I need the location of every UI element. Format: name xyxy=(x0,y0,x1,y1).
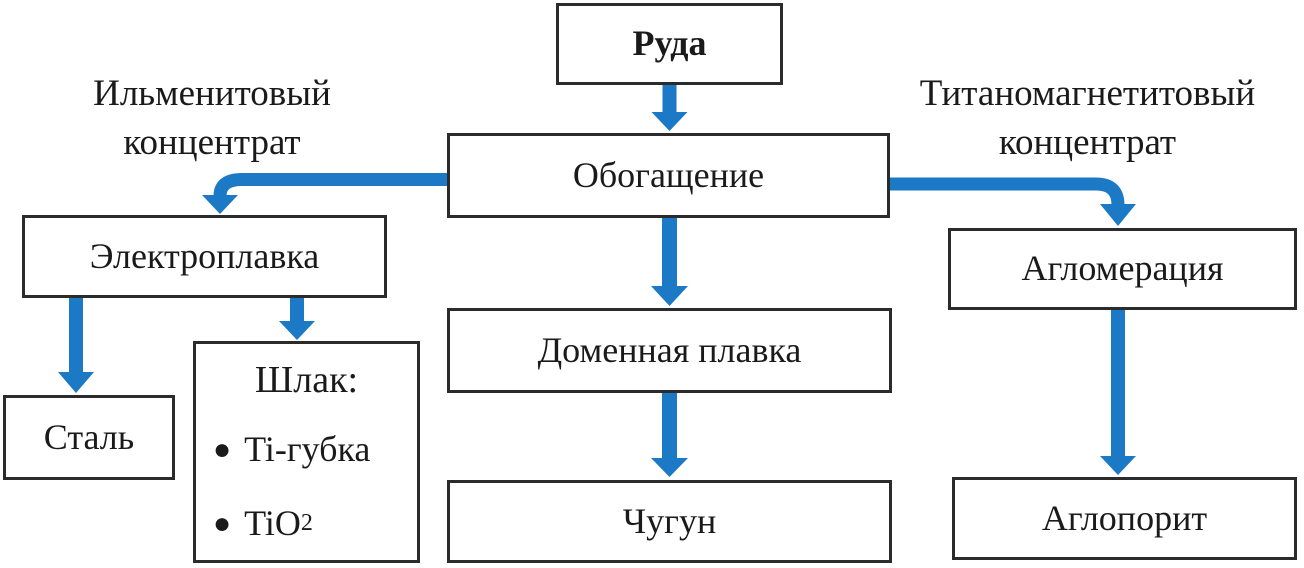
bullet-icon: ● xyxy=(213,433,232,466)
arrow-enrichment-to-blast-furnace xyxy=(651,218,688,306)
arrow-enrichment-to-agglomeration xyxy=(890,177,1136,226)
slag-item-ti-sponge-text: Ti-губка xyxy=(244,429,371,469)
node-electrosmelting-label: Электроплавка xyxy=(89,235,320,276)
ilmenite-concentrate-line2: концентрат xyxy=(123,121,301,163)
node-slag-title: Шлак: xyxy=(254,359,359,401)
node-agglomeration-label: Агломерация xyxy=(1021,248,1224,289)
arrow-blast-furnace-to-pig-iron xyxy=(651,393,688,477)
node-enrichment-label: Обогащение xyxy=(572,154,765,195)
node-ore: Руда xyxy=(556,3,783,85)
arrow-enrichment-to-electrosmelting xyxy=(202,173,447,214)
arrow-electrosmelting-to-steel xyxy=(58,298,94,393)
bullet-icon: ● xyxy=(213,507,232,540)
node-pig-iron: Чугун xyxy=(447,480,892,563)
node-enrichment: Обогащение xyxy=(447,133,890,218)
node-pig-iron-label: Чугун xyxy=(622,500,717,541)
node-blast-furnace: Доменная плавка xyxy=(447,308,892,393)
arrow-ore-to-enrichment xyxy=(651,84,688,131)
slag-item-ti-sponge: ● Ti-губка xyxy=(196,428,417,470)
titanomagnetite-concentrate-line1: Титаномагнетитовый xyxy=(919,73,1256,114)
node-agglomeration: Агломерация xyxy=(948,228,1297,310)
node-blast-furnace-label: Доменная плавка xyxy=(537,329,802,370)
node-agloporite: Аглопорит xyxy=(952,477,1297,560)
node-agloporite-label: Аглопорит xyxy=(1041,497,1208,538)
node-electrosmelting: Электроплавка xyxy=(22,215,387,298)
arrow-electrosmelting-to-slag xyxy=(279,298,315,340)
ilmenite-concentrate-line1: Ильменитовый xyxy=(93,73,331,114)
arrow-agglomeration-to-agloporite xyxy=(1100,310,1136,475)
ilmenite-concentrate-label: Ильменитовый концентрат xyxy=(30,70,394,168)
titanomagnetite-concentrate-line2: концентрат xyxy=(998,121,1177,163)
node-steel-label: Сталь xyxy=(43,416,135,457)
node-ore-label: Руда xyxy=(632,23,707,64)
slag-item-tio2-text: TiO xyxy=(244,503,301,543)
node-steel: Сталь xyxy=(3,395,175,480)
titanomagnetite-concentrate-label: Титаномагнетитовый концентрат xyxy=(875,70,1300,168)
